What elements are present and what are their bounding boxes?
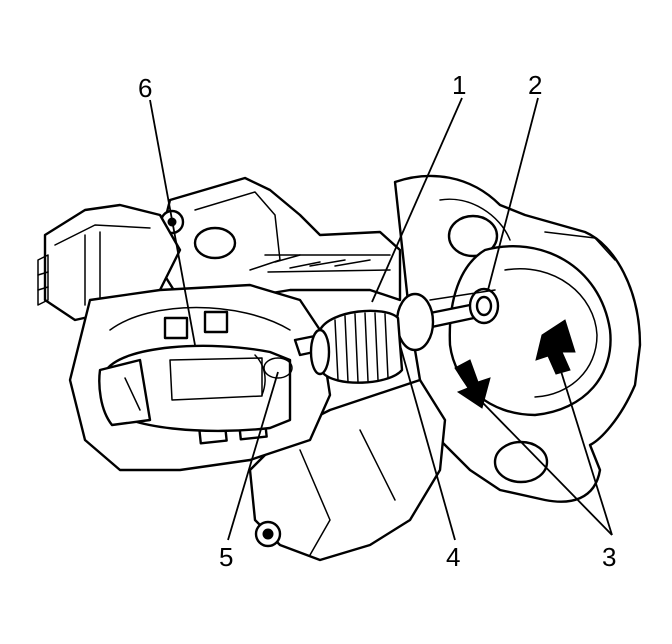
callout-5: 5 [219,542,233,572]
callout-4: 4 [446,542,460,572]
leader-5 [227,371,279,541]
callouts: 1 2 3 4 5 6 [138,70,616,572]
lower-housing [248,378,447,562]
leader-lines [149,97,613,541]
leader-3a [479,399,613,536]
leader-2 [487,97,539,291]
coil-spring [309,309,404,384]
callout-6: 6 [138,73,152,103]
leader-1 [371,97,463,303]
mounting-flange [393,174,642,503]
leader-4 [399,344,456,541]
leader-3b [559,367,613,536]
flow-arrow-up [535,319,576,375]
callout-2: 2 [528,70,542,100]
leader-6 [149,99,196,346]
upper-housing [153,176,402,302]
callout-3: 3 [602,542,616,572]
flow-arrow-down [454,359,491,409]
armature [98,344,293,433]
callout-1: 1 [452,70,466,100]
flow-arrows [454,319,576,409]
